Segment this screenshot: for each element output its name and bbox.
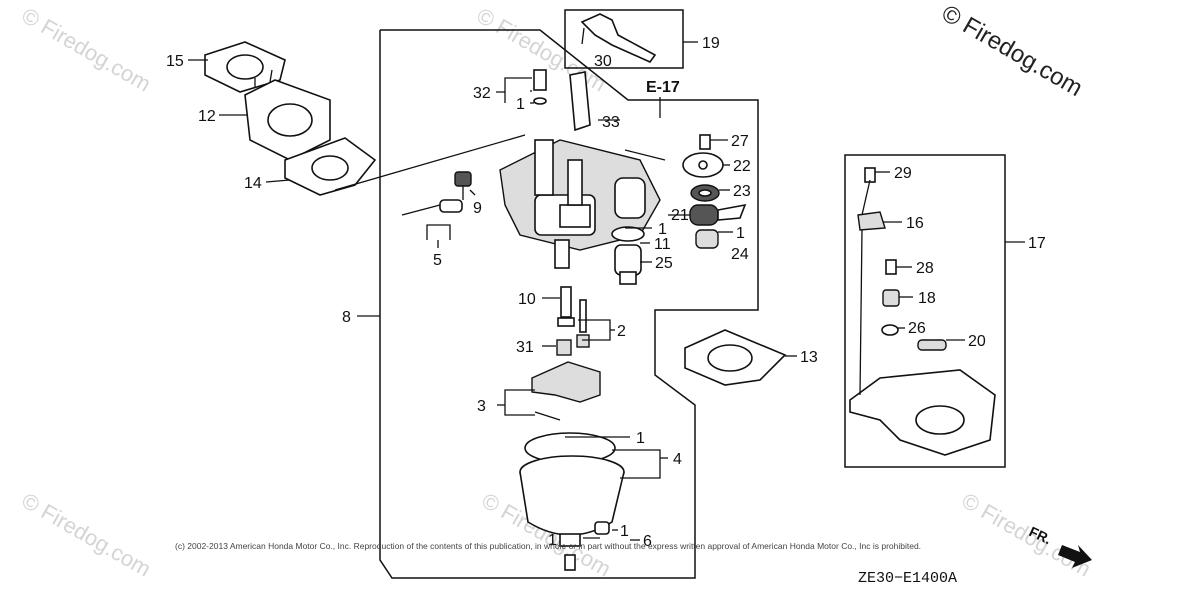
- plate-22: [682, 152, 724, 178]
- carburetor-body: [499, 71, 661, 269]
- gasket-15: [204, 41, 286, 93]
- callout-18: 18: [918, 290, 936, 307]
- callout-29: 29: [894, 165, 912, 182]
- callout-6: 6: [643, 533, 652, 550]
- box-17: [844, 154, 1006, 468]
- box-19: [564, 9, 684, 69]
- leader-lines: [188, 41, 1025, 541]
- float-3: [531, 361, 601, 421]
- cap-21: [689, 203, 747, 226]
- callout-11: 11: [654, 236, 671, 253]
- callout-1e: 1: [658, 221, 667, 238]
- washer-23: [690, 184, 720, 202]
- callout-16: 16: [906, 215, 924, 232]
- callout-1b: 1: [636, 430, 645, 447]
- callout-9: 9: [473, 200, 482, 217]
- governor-plate: [849, 369, 996, 456]
- callout-2: 2: [617, 323, 626, 340]
- fr-arrow-icon: [1058, 545, 1092, 568]
- watermark: © Firedog.com: [958, 488, 1096, 582]
- callout-13: 13: [800, 349, 818, 366]
- copyright-notice: (c) 2002-2013 American Honda Motor Co., …: [175, 541, 921, 551]
- bracket-16: [857, 211, 886, 231]
- spring-20: [917, 339, 947, 351]
- callout-32: 32: [473, 85, 491, 102]
- callout-23: 23: [733, 183, 751, 200]
- screw-32: [533, 69, 547, 105]
- watermark-top-right: © Firedog.com: [937, 0, 1087, 102]
- diagram-code: ZE30−E1400A: [858, 570, 957, 587]
- insulator-12: [244, 69, 331, 161]
- screw-5: [401, 199, 463, 216]
- callout-31: 31: [516, 339, 534, 356]
- screw-9: [454, 171, 472, 200]
- callout-17: 17: [1028, 235, 1046, 252]
- assembly-boundary-8: [379, 29, 759, 579]
- callout-19: 19: [702, 35, 720, 52]
- callout-3: 3: [477, 398, 486, 415]
- gasket-14: [284, 137, 377, 196]
- callout-12: 12: [198, 108, 216, 125]
- screw-27: [699, 134, 711, 150]
- callout-labels: 15 12 14 8 32 1 9 5 10 2 31 3 1 4 1 1 6 …: [166, 35, 1046, 550]
- callout-8: 8: [342, 309, 351, 326]
- callout-21: 21: [671, 207, 689, 224]
- callout-5: 5: [433, 252, 442, 269]
- callout-1d: 1: [620, 523, 629, 540]
- callout-26: 26: [908, 320, 926, 337]
- callout-30: 30: [594, 53, 612, 70]
- callout-1f: 1: [736, 225, 745, 242]
- needle-2: [576, 299, 590, 348]
- callout-28: 28: [916, 260, 934, 277]
- callout-10: 10: [518, 291, 536, 308]
- callout-20: 20: [968, 333, 986, 350]
- callout-22: 22: [733, 158, 751, 175]
- nut-18: [882, 289, 900, 307]
- filter-24: [695, 229, 719, 249]
- gasket-13: [684, 329, 787, 386]
- clip-26: [881, 324, 899, 336]
- spring-31: [556, 339, 572, 356]
- callout-25: 25: [655, 255, 673, 272]
- section-ref-e17: E-17: [646, 79, 680, 96]
- callout-27: 27: [731, 133, 749, 150]
- watermark: © Firedog.com: [18, 3, 156, 97]
- callout-4: 4: [673, 451, 682, 468]
- screw-28: [885, 259, 897, 275]
- callout-1a: 1: [516, 96, 525, 113]
- valve-25: [614, 244, 642, 285]
- callout-1c: 1: [548, 532, 557, 549]
- callout-14: 14: [244, 175, 262, 192]
- oring-11: [611, 226, 645, 242]
- watermark: © Firedog.com: [18, 488, 156, 582]
- screw-29: [864, 167, 876, 183]
- float-chamber-4: [519, 432, 625, 547]
- callout-33: 33: [602, 114, 620, 131]
- drain-screw: [564, 554, 576, 571]
- lever-19: [580, 13, 657, 63]
- callout-24: 24: [731, 246, 749, 263]
- callout-15: 15: [166, 53, 184, 70]
- jet-10: [557, 286, 575, 327]
